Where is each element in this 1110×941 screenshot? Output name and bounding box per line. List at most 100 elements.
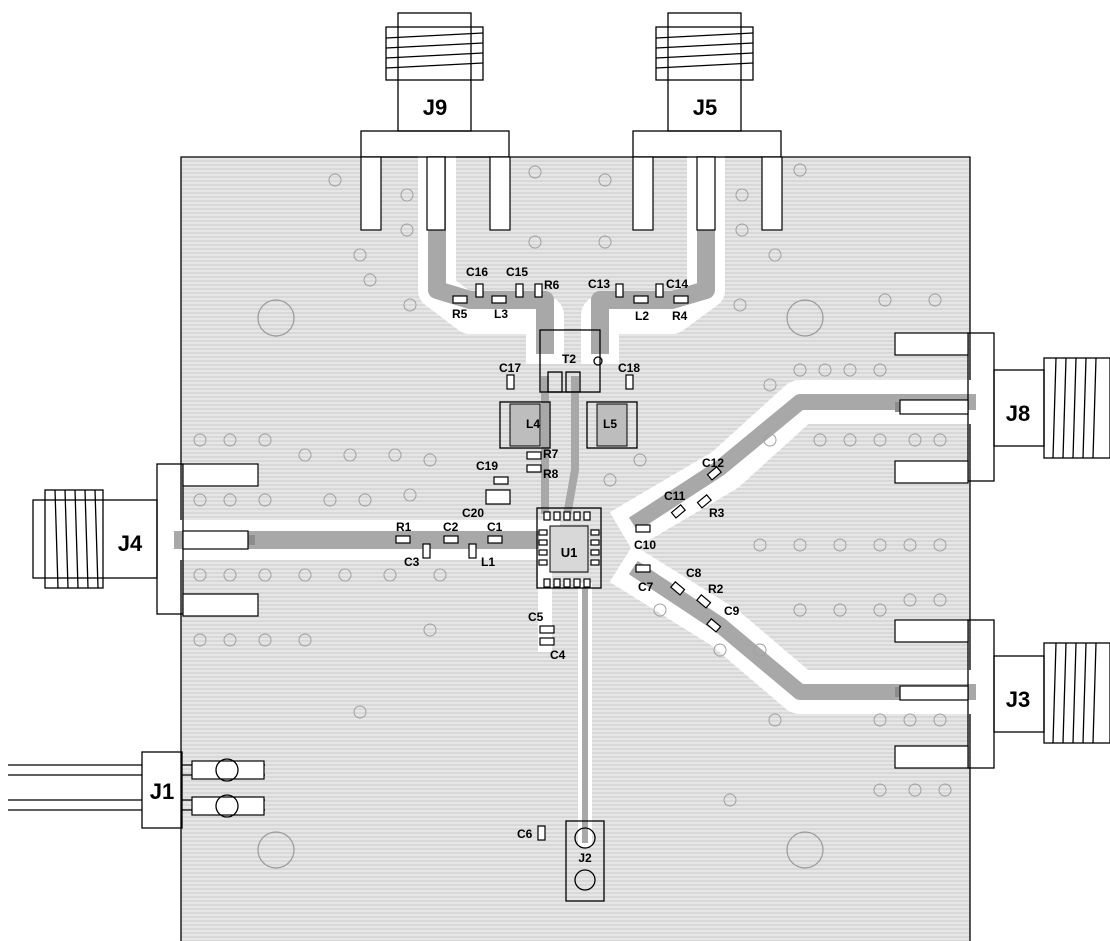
via xyxy=(933,593,947,607)
c8-label: C8 xyxy=(686,566,702,580)
connector-j2[interactable]: J2 xyxy=(565,820,605,902)
inductor-l5[interactable]: L5 xyxy=(586,401,638,449)
connector-j3[interactable]: J3 xyxy=(894,619,1110,769)
via xyxy=(793,603,807,617)
via xyxy=(768,248,782,262)
via xyxy=(903,538,917,552)
transformer-t2[interactable]: T2 xyxy=(539,329,603,393)
via xyxy=(353,248,367,262)
via xyxy=(400,223,414,237)
ic-u1[interactable]: U1 xyxy=(536,507,602,589)
c15-label: C15 xyxy=(506,265,528,279)
via xyxy=(833,603,847,617)
r6-label: R6 xyxy=(544,278,560,292)
via xyxy=(873,783,887,797)
r8-label: R8 xyxy=(543,467,559,481)
c4-label: C4 xyxy=(550,648,566,662)
via xyxy=(768,713,782,727)
c2-label: C2 xyxy=(443,520,459,534)
via xyxy=(298,568,312,582)
refdes-labels: C16 C15 R6 C13 C14 R5 L3 L2 R4 C17 C18 R… xyxy=(396,265,740,841)
via xyxy=(735,223,749,237)
via xyxy=(833,538,847,552)
connector-j4[interactable]: J4 xyxy=(32,463,259,617)
via xyxy=(338,568,352,582)
via xyxy=(843,433,857,447)
c1-label: C1 xyxy=(487,520,503,534)
via xyxy=(528,235,542,249)
c17-label: C17 xyxy=(499,361,521,375)
inductor-l4[interactable]: L4 xyxy=(499,401,551,449)
r5-label: R5 xyxy=(452,307,468,321)
via xyxy=(423,453,437,467)
via xyxy=(873,433,887,447)
j1-label: J1 xyxy=(150,779,174,804)
c10-label: C10 xyxy=(634,538,656,552)
smd-components[interactable] xyxy=(395,283,723,841)
c7-label: C7 xyxy=(638,580,654,594)
stitching-vias xyxy=(193,163,952,807)
via xyxy=(793,163,807,177)
via xyxy=(400,188,414,202)
via xyxy=(403,298,417,312)
via xyxy=(793,363,807,377)
via xyxy=(903,713,917,727)
via xyxy=(753,643,767,657)
l5-label: L5 xyxy=(603,417,617,431)
via xyxy=(298,448,312,462)
via xyxy=(633,453,647,467)
via xyxy=(873,363,887,377)
l2-label: L2 xyxy=(635,309,649,323)
c18-label: C18 xyxy=(618,361,640,375)
via xyxy=(193,433,207,447)
t2-label: T2 xyxy=(562,352,576,366)
mounting-holes xyxy=(257,299,824,869)
via xyxy=(793,538,807,552)
j3-label: J3 xyxy=(1006,687,1030,712)
via xyxy=(928,293,942,307)
via xyxy=(193,493,207,507)
via xyxy=(328,173,342,187)
via xyxy=(223,493,237,507)
via xyxy=(873,538,887,552)
c11-label: C11 xyxy=(664,489,686,503)
via xyxy=(353,705,367,719)
via xyxy=(323,493,337,507)
c9-label: C9 xyxy=(724,604,740,618)
via xyxy=(343,448,357,462)
connector-j1[interactable]: J1 xyxy=(8,751,265,829)
via xyxy=(603,473,617,487)
via xyxy=(223,568,237,582)
connector-j8[interactable]: J8 xyxy=(894,332,1110,484)
via xyxy=(403,488,417,502)
via xyxy=(528,165,542,179)
r2-label: R2 xyxy=(708,582,724,596)
c19-label: C19 xyxy=(476,459,498,473)
c20-label: C20 xyxy=(462,506,484,520)
c3-label: C3 xyxy=(404,555,420,569)
j9-label: J9 xyxy=(423,95,447,120)
via xyxy=(258,633,272,647)
r4-label: R4 xyxy=(672,309,688,323)
via xyxy=(933,713,947,727)
via xyxy=(903,593,917,607)
via xyxy=(813,433,827,447)
via xyxy=(878,293,892,307)
connector-j9[interactable]: J9 xyxy=(360,12,511,231)
u1-label: U1 xyxy=(561,545,578,560)
via xyxy=(818,363,832,377)
c6-label: C6 xyxy=(517,827,533,841)
connector-j5[interactable]: J5 xyxy=(632,12,783,231)
via xyxy=(258,433,272,447)
via xyxy=(193,633,207,647)
via xyxy=(843,363,857,377)
via xyxy=(598,235,612,249)
via xyxy=(258,493,272,507)
via xyxy=(258,568,272,582)
l3-label: L3 xyxy=(494,307,508,321)
via xyxy=(598,173,612,187)
via xyxy=(933,538,947,552)
r3-label: R3 xyxy=(709,506,725,520)
l4-label: L4 xyxy=(526,417,540,431)
